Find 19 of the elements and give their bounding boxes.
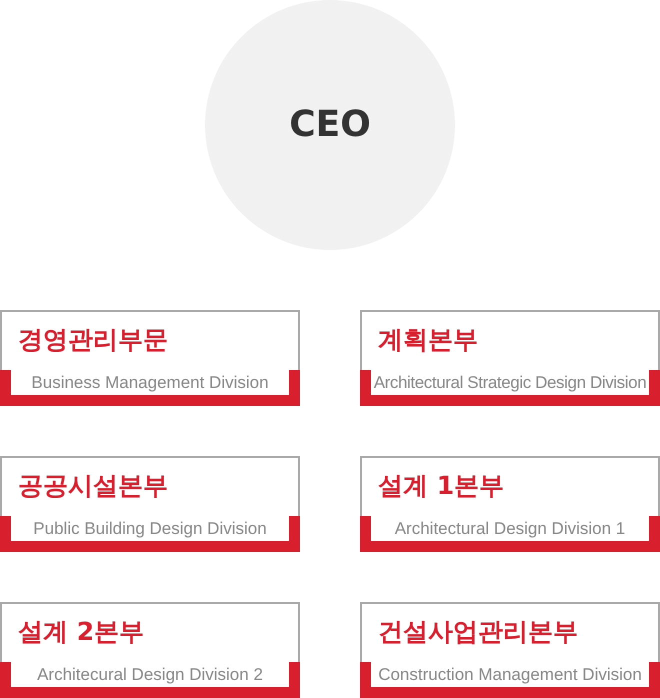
division-title: 계획본부: [378, 324, 478, 356]
circle-label: CEO: [289, 107, 371, 143]
division-box: [360, 310, 660, 406]
division-box: [360, 456, 660, 552]
division-subtitle: Architectural Design Division 1: [371, 516, 649, 541]
division-box: [360, 602, 660, 698]
division-box: [0, 456, 300, 552]
division-subtitle: Architectural Strategic Design Division: [371, 370, 649, 395]
division-title: 설계 1본부: [378, 470, 504, 502]
division-title: 공공시설본부: [18, 470, 168, 502]
division-title: 건설사업관리본부: [378, 616, 578, 648]
division-subtitle: Public Building Design Division: [11, 516, 289, 541]
division-title: 경영관리부문: [18, 324, 168, 356]
division-subtitle: Architecural Design Division 2: [11, 662, 289, 687]
division-subtitle: Business Management Division: [11, 370, 289, 395]
division-subtitle: Construction Management Division: [371, 662, 649, 687]
division-box: [0, 602, 300, 698]
division-box: [0, 310, 300, 406]
division-title: 설계 2본부: [18, 616, 144, 648]
